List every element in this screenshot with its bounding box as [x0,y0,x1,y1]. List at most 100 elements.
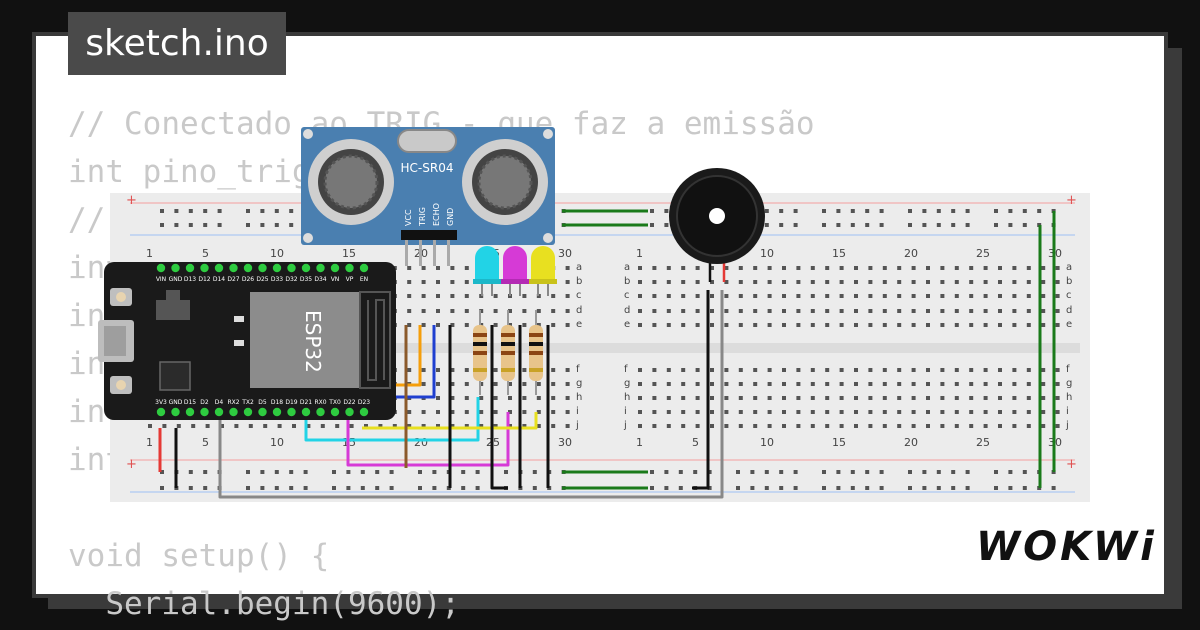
esp32-pin[interactable] [200,407,209,417]
breadboard-hole[interactable] [1008,470,1013,474]
breadboard-hole[interactable] [508,410,512,414]
esp32-pin[interactable] [214,263,224,273]
esp32-pin[interactable] [185,263,195,273]
breadboard-hole[interactable] [954,396,959,400]
breadboard-hole[interactable] [695,294,700,298]
breadboard-hole[interactable] [825,280,830,284]
breadboard-hole[interactable] [522,309,527,313]
breadboard-hole[interactable] [522,368,527,372]
breadboard-hole[interactable] [793,223,798,227]
breadboard-hole[interactable] [882,382,887,386]
esp32-pin[interactable] [171,407,180,417]
breadboard-hole[interactable] [493,323,498,327]
breadboard-hole[interactable] [879,486,884,490]
breadboard-hole[interactable] [879,209,884,213]
breadboard-hole[interactable] [375,470,380,474]
breadboard-hole[interactable] [1041,294,1046,298]
breadboard-hole[interactable] [652,294,657,298]
breadboard-hole[interactable] [879,223,884,227]
breadboard-hole[interactable] [969,309,974,313]
breadboard-hole[interactable] [710,280,714,284]
breadboard-hole[interactable] [969,368,974,372]
breadboard-hole[interactable] [796,410,801,414]
breadboard-hole[interactable] [479,410,484,414]
breadboard-hole[interactable] [407,323,412,327]
breadboard-hole[interactable] [865,486,870,490]
breadboard-hole[interactable] [710,368,714,372]
esp32-pin[interactable] [272,407,282,417]
breadboard-hole[interactable] [969,266,974,270]
breadboard-hole[interactable] [203,470,208,474]
breadboard-hole[interactable] [1051,486,1056,490]
breadboard-hole[interactable] [681,410,686,414]
breadboard-hole[interactable] [1026,266,1031,270]
breadboard-hole[interactable] [882,280,887,284]
breadboard-hole[interactable] [983,368,988,372]
breadboard-hole[interactable] [203,223,208,227]
buzzer[interactable] [669,168,765,282]
breadboard-hole[interactable] [666,410,671,414]
breadboard-hole[interactable] [638,266,642,270]
breadboard-hole[interactable] [638,280,642,284]
breadboard-hole[interactable] [1026,410,1031,414]
breadboard-hole[interactable] [965,209,970,213]
breadboard-hole[interactable] [839,294,844,298]
breadboard-hole[interactable] [666,309,671,313]
breadboard-hole[interactable] [738,410,743,414]
breadboard-hole[interactable] [522,424,527,428]
breadboard-hole[interactable] [522,396,527,400]
breadboard-hole[interactable] [450,266,455,270]
ultrasonic-sensor[interactable]: HC-SR04 VCC TRIG ECHO GND [301,127,555,266]
breadboard-hole[interactable] [160,223,164,227]
breadboard-hole[interactable] [652,368,657,372]
breadboard-hole[interactable] [839,368,844,372]
breadboard-hole[interactable] [911,382,916,386]
breadboard-hole[interactable] [865,209,870,213]
breadboard-hole[interactable] [724,323,729,327]
breadboard-hole[interactable] [436,410,440,414]
breadboard-hole[interactable] [936,486,941,490]
breadboard-hole[interactable] [753,309,758,313]
breadboard-hole[interactable] [1012,309,1017,313]
breadboard-hole[interactable] [493,396,498,400]
breadboard-hole[interactable] [810,323,815,327]
breadboard-hole[interactable] [346,486,351,490]
esp32-pin[interactable] [200,263,209,273]
breadboard-hole[interactable] [983,424,988,428]
breadboard-hole[interactable] [825,424,830,428]
breadboard-hole[interactable] [450,309,455,313]
breadboard-hole[interactable] [436,396,440,400]
breadboard-hole[interactable] [289,486,294,490]
esp32-pin[interactable] [345,407,354,417]
breadboard-hole[interactable] [850,486,855,490]
breadboard-hole[interactable] [260,486,265,490]
breadboard-hole[interactable] [407,266,412,270]
breadboard-hole[interactable] [1055,280,1060,284]
breadboard-hole[interactable] [825,266,830,270]
breadboard-hole[interactable] [418,486,422,490]
breadboard-hole[interactable] [292,424,296,428]
breadboard-hole[interactable] [188,486,193,490]
breadboard-hole[interactable] [926,280,930,284]
breadboard-hole[interactable] [1055,410,1060,414]
breadboard-hole[interactable] [969,424,974,428]
breadboard-hole[interactable] [475,470,480,474]
breadboard-hole[interactable] [940,294,945,298]
breadboard-hole[interactable] [1026,280,1031,284]
breadboard-hole[interactable] [868,410,873,414]
breadboard-hole[interactable] [882,396,887,400]
breadboard-hole[interactable] [217,209,222,213]
breadboard-hole[interactable] [160,486,164,490]
breadboard-hole[interactable] [724,368,729,372]
breadboard-hole[interactable] [652,410,657,414]
breadboard-hole[interactable] [940,396,945,400]
breadboard-hole[interactable] [882,294,887,298]
breadboard-hole[interactable] [750,486,755,490]
breadboard-hole[interactable] [551,410,556,414]
file-tab[interactable]: sketch.ino [68,12,286,75]
breadboard-hole[interactable] [868,294,873,298]
breadboard-hole[interactable] [1012,294,1017,298]
breadboard-hole[interactable] [839,266,844,270]
breadboard-hole[interactable] [695,309,700,313]
breadboard-hole[interactable] [954,294,959,298]
